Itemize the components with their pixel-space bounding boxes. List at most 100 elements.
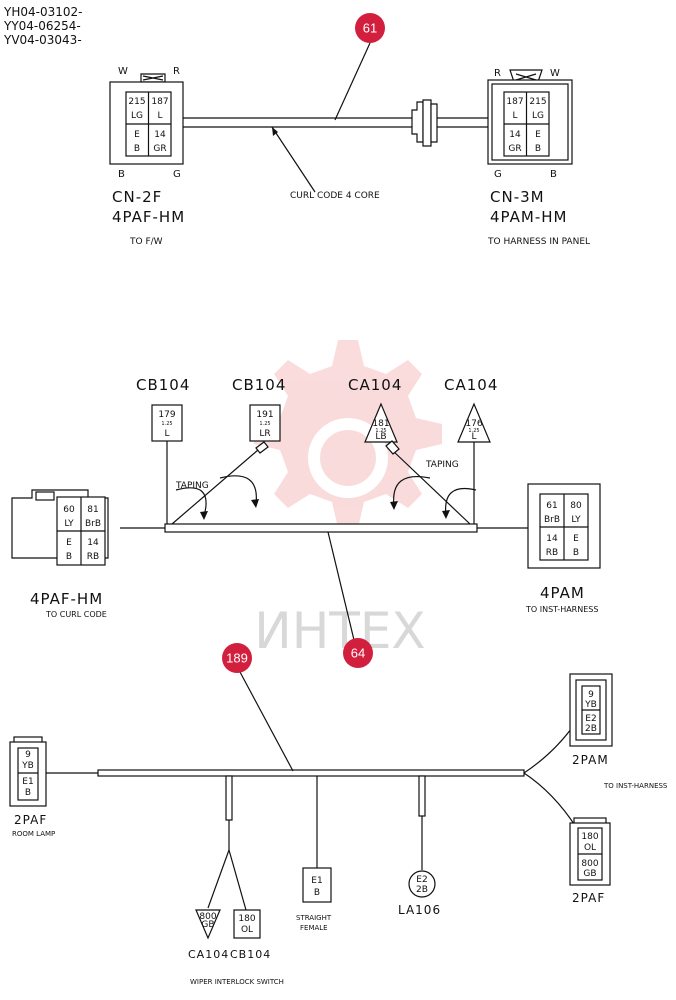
tag-text: L bbox=[164, 429, 169, 439]
tag-text: GB bbox=[201, 920, 214, 930]
tag-text: 1.25 bbox=[161, 421, 172, 427]
pin-label: 187 bbox=[506, 97, 523, 107]
connector-type-4pam: 4PAM bbox=[540, 584, 585, 602]
part-number-1: YH04-03102- bbox=[3, 5, 82, 19]
pin-color-g: G bbox=[494, 169, 502, 180]
callout-number: 64 bbox=[351, 646, 365, 661]
pin-label: 800 bbox=[581, 859, 598, 869]
destination-label: TO CURL CODE bbox=[45, 610, 107, 619]
terminal-la106[interactable]: E2 2B bbox=[408, 870, 436, 898]
pin-label: YB bbox=[21, 761, 34, 771]
connector-type-2pam: 2PAM bbox=[572, 753, 609, 767]
label-cb104: CB104 bbox=[136, 376, 190, 394]
pin-color-r: R bbox=[173, 66, 180, 77]
harness-wires bbox=[120, 440, 528, 533]
tag-text: 1.25 bbox=[375, 428, 386, 434]
connector-2pam[interactable]: 9 YB E2 2B bbox=[569, 673, 613, 747]
watermark-text: ИНТЕХ bbox=[254, 602, 425, 660]
pin-label: 215 bbox=[529, 97, 546, 107]
pin-label: YB bbox=[584, 700, 597, 710]
pin-label: 9 bbox=[25, 750, 31, 760]
pin-label: 2B bbox=[416, 885, 428, 895]
pin-label: 61 bbox=[546, 501, 557, 511]
tag-text: 181 bbox=[372, 419, 389, 429]
taping-arrows bbox=[175, 475, 477, 520]
pin-color-r: R bbox=[494, 68, 501, 79]
tag-text: 800 bbox=[199, 912, 216, 922]
part-number-2: YY04-06254- bbox=[3, 19, 81, 33]
pin-label: 14 bbox=[154, 130, 166, 140]
pin-label: L bbox=[512, 111, 517, 121]
connector-name-cn-3m: CN-3M bbox=[490, 188, 545, 206]
taping-label: TAPING bbox=[425, 460, 459, 470]
section-1-curl-code: W R 215 187 LG L E 14 B GR B G CN-2F 4PA… bbox=[109, 13, 590, 247]
terminal-straight-female[interactable]: E1 B bbox=[302, 867, 332, 903]
pin-label: B bbox=[573, 548, 579, 558]
pin-label: RB bbox=[87, 552, 99, 562]
terminal-ca104[interactable]: 800 GB bbox=[195, 909, 221, 940]
tag-text: 1.25 bbox=[259, 421, 270, 427]
pin-label: LG bbox=[532, 111, 544, 121]
pin-label: 215 bbox=[128, 97, 145, 107]
pin-label: RB bbox=[546, 548, 558, 558]
terminal-tag-cb104-191[interactable]: 191 1.25 LR bbox=[249, 404, 281, 442]
pin-label: 9 bbox=[588, 690, 594, 700]
label-la106: LA106 bbox=[398, 903, 441, 917]
label-ca104: CA104 bbox=[444, 376, 498, 394]
pin-label: 60 bbox=[63, 505, 75, 515]
pin-label: L bbox=[157, 111, 162, 121]
terminal-cb104[interactable]: 180 OL bbox=[233, 909, 261, 939]
curl-code-cable bbox=[183, 99, 490, 193]
terminal-tag-ca104-181[interactable]: 181 1.25 LB bbox=[364, 402, 398, 443]
pin-label: BrB bbox=[85, 519, 101, 529]
connector-cn-2f[interactable]: W R 215 187 LG L E 14 B GR B G bbox=[109, 66, 184, 180]
destination-label: ROOM LAMP bbox=[12, 830, 55, 838]
tag-text: 1.25 bbox=[468, 428, 479, 434]
pin-label: GR bbox=[153, 144, 166, 154]
destination-label: TO HARNESS IN PANEL bbox=[487, 237, 590, 247]
pin-color-b: B bbox=[550, 169, 557, 180]
pin-label: 187 bbox=[151, 97, 168, 107]
connector-4pam[interactable]: 61 80 BrB LY 14 E RB B bbox=[527, 483, 601, 569]
label-cb104: CB104 bbox=[230, 948, 271, 961]
pin-label: OL bbox=[584, 843, 596, 853]
pin-label: LY bbox=[571, 515, 581, 525]
straight-label: STRAIGHT bbox=[296, 914, 332, 922]
connector-2paf[interactable]: 180 OL 800 GB bbox=[569, 817, 611, 886]
connector-type-4pam-hm: 4PAM-HM bbox=[490, 208, 567, 226]
terminal-tag-ca104-176[interactable]: 176 1.25 L bbox=[457, 402, 491, 443]
pin-label: E bbox=[535, 130, 541, 140]
pin-label: GR bbox=[508, 144, 521, 154]
callout-64[interactable]: 64 bbox=[343, 638, 373, 668]
pin-label: E2 bbox=[416, 875, 427, 885]
tag-text: 176 bbox=[465, 419, 482, 429]
connector-2paf-room-lamp[interactable]: 9 YB E1 B bbox=[9, 736, 47, 807]
pin-label: E bbox=[573, 534, 579, 544]
part-number-3: YV04-03043- bbox=[3, 33, 82, 47]
tag-text: 191 bbox=[256, 410, 273, 420]
pin-color-w: W bbox=[118, 66, 128, 77]
label-cb104: CB104 bbox=[232, 376, 286, 394]
connector-cn-3m[interactable]: R W 187 215 L LG 14 E GR B G B bbox=[487, 68, 573, 180]
destination-label: TO F/W bbox=[129, 237, 163, 247]
pin-color-w: W bbox=[550, 68, 560, 79]
pin-label: B bbox=[314, 888, 320, 898]
callout-number: 189 bbox=[226, 651, 248, 666]
terminal-tag-cb104-179[interactable]: 179 1.25 L bbox=[151, 404, 183, 442]
connector-type-2paf: 2PAF bbox=[572, 891, 605, 905]
connector-type-2paf: 2PAF bbox=[14, 813, 47, 827]
tag-text: LR bbox=[259, 429, 270, 439]
pin-label: 180 bbox=[581, 832, 598, 842]
tag-text: L bbox=[471, 432, 476, 442]
pin-color-b: B bbox=[118, 169, 125, 180]
callout-189[interactable]: 189 bbox=[222, 643, 252, 673]
callout-61[interactable]: 61 bbox=[355, 13, 385, 43]
label-ca104: CA104 bbox=[348, 376, 402, 394]
tag-text: LB bbox=[375, 432, 386, 442]
connector-4paf-hm[interactable]: 60 81 LY BrB E 14 B RB bbox=[11, 489, 109, 566]
connector-type-4paf-hm: 4PAF-HM bbox=[112, 208, 185, 226]
destination-label: TO INST-HARNESS bbox=[525, 605, 598, 614]
pin-label: E bbox=[134, 130, 140, 140]
pin-label: E bbox=[66, 538, 72, 548]
